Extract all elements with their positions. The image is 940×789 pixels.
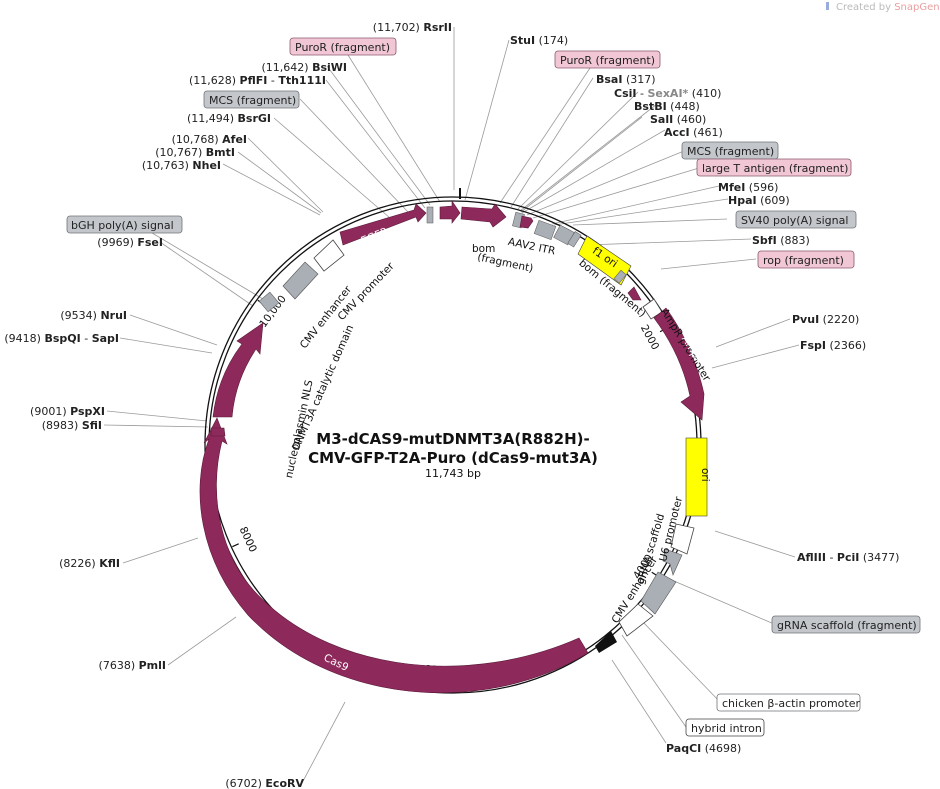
- box-mcs-fragment-left[interactable]: MCS (fragment): [203, 90, 300, 109]
- site-sali[interactable]: SalI (460): [650, 113, 706, 126]
- site-sbfi[interactable]: SbfI (883): [752, 234, 810, 247]
- site-pflfi-tth111i[interactable]: (11,628) PflFI - Tth111I: [189, 74, 326, 87]
- site-csii-sexai[interactable]: CsiI - SexAI* (410): [614, 87, 721, 100]
- svg-text:PuroR (fragment): PuroR (fragment): [560, 54, 655, 67]
- restriction-sites: (11,702) RsrII StuI (174) (11,642) BsiWI…: [4, 21, 899, 789]
- box-hybrid-intron[interactable]: hybrid intron: [685, 718, 765, 737]
- site-nhei[interactable]: (10,763) NheI: [142, 159, 221, 172]
- box-sv40-polya[interactable]: SV40 poly(A) signal: [735, 210, 857, 229]
- site-hpai[interactable]: HpaI (609): [728, 194, 790, 207]
- title-line-1: M3-dCAS9-mutDNMT3A(R882H)-: [316, 430, 589, 448]
- site-fsei[interactable]: (9969) FseI: [97, 236, 163, 249]
- misc-fragment-1: [426, 206, 434, 224]
- bgh-polya-feature[interactable]: [258, 291, 280, 313]
- f1-ori-feature[interactable]: [577, 235, 632, 286]
- sv40-polya-feature[interactable]: [533, 220, 557, 240]
- svg-text:MCS (fragment): MCS (fragment): [687, 145, 774, 158]
- box-mcs-fragment-right[interactable]: MCS (fragment): [681, 141, 779, 160]
- dnmt3a-feature[interactable]: [212, 322, 264, 418]
- ori-label: ori: [699, 468, 711, 482]
- aav2-itr-feature[interactable]: [519, 215, 534, 229]
- site-afei[interactable]: (10,768) AfeI: [172, 133, 247, 146]
- svg-text:chicken β-actin promoter: chicken β-actin promoter: [722, 697, 860, 710]
- snapgene-logo-icon: [826, 2, 829, 10]
- svg-text:large T antigen (fragment): large T antigen (fragment): [702, 162, 848, 175]
- box-large-t-antigen[interactable]: large T antigen (fragment): [696, 158, 852, 177]
- box-grna-scaffold-fragment[interactable]: gRNA scaffold (fragment): [771, 615, 921, 634]
- box-chicken-beta-actin[interactable]: chicken β-actin promoter: [716, 693, 860, 712]
- site-bsrgi[interactable]: (11,494) BsrGI: [187, 112, 271, 125]
- box-rop-fragment[interactable]: rop (fragment): [757, 250, 855, 269]
- title-line-2: CMV-GFP-T2A-Puro (dCas9-mut3A): [308, 449, 598, 467]
- site-bmti[interactable]: (10,767) BmtI: [155, 146, 235, 159]
- cmv-enhancer-left-feature[interactable]: [282, 261, 319, 300]
- cas9-feature[interactable]: [199, 417, 589, 694]
- puror-fragment-feature[interactable]: [439, 200, 461, 224]
- site-ecorv[interactable]: (6702) EcoRV: [225, 777, 304, 789]
- site-stui[interactable]: StuI (174): [510, 34, 568, 47]
- site-bstbi[interactable]: BstBI (448): [634, 100, 700, 113]
- box-puror-fragment-left[interactable]: PuroR (fragment): [289, 37, 397, 56]
- site-afliii-pcii[interactable]: AflIII - PciI (3477): [797, 551, 899, 564]
- cmv-promoter-feature[interactable]: [313, 239, 345, 272]
- svg-text:PuroR (fragment): PuroR (fragment): [295, 41, 390, 54]
- misc-fragment-2: [567, 231, 582, 248]
- site-bsai[interactable]: BsaI (317): [596, 73, 656, 86]
- svg-text:gRNA scaffold (fragment): gRNA scaffold (fragment): [777, 619, 917, 632]
- site-kfli[interactable]: (8226) KflI: [59, 557, 120, 570]
- plasmid-title: M3-dCAS9-mutDNMT3A(R882H)- CMV-GFP-T2A-P…: [308, 430, 598, 480]
- site-mfei[interactable]: MfeI (596): [718, 181, 778, 194]
- svg-text:MCS (fragment): MCS (fragment): [209, 94, 296, 107]
- site-pspxi[interactable]: (9001) PspXI: [30, 405, 105, 418]
- box-puror-fragment-right[interactable]: PuroR (fragment): [554, 50, 661, 69]
- site-bspqi-sapi[interactable]: (9418) BspQI - SapI: [4, 332, 119, 345]
- site-fspi[interactable]: FspI (2366): [800, 339, 866, 352]
- bom-fragment-feature[interactable]: [613, 269, 627, 284]
- site-bsiwi[interactable]: (11,642) BsiWI: [261, 61, 347, 74]
- leader-lines: [103, 27, 800, 784]
- chicken-beta-actin-promoter-feature[interactable]: [618, 603, 654, 637]
- svg-text:hybrid intron: hybrid intron: [691, 722, 762, 735]
- site-pmli[interactable]: (7638) PmlI: [99, 659, 166, 672]
- site-pvui[interactable]: PvuI (2220): [792, 313, 859, 326]
- cmv-enhancer-right-feature[interactable]: [640, 571, 677, 615]
- large-t-arrow[interactable]: [460, 203, 507, 228]
- ori-feature[interactable]: [685, 437, 708, 517]
- scale-tick-8000: [232, 543, 239, 548]
- snapgene-watermark: Created by SnapGene: [826, 2, 940, 13]
- grna-scaffold-feature[interactable]: [662, 548, 683, 576]
- svg-text:rop (fragment): rop (fragment): [763, 254, 844, 267]
- scale-label-8000: 8000: [237, 525, 259, 554]
- site-sfii[interactable]: (8983) SfiI: [42, 419, 102, 432]
- bom1-label-a: bom: [472, 243, 495, 255]
- svg-text:SV40 poly(A) signal: SV40 poly(A) signal: [741, 214, 848, 227]
- feature-layer: [199, 200, 708, 694]
- u6-promoter-feature[interactable]: [670, 523, 695, 555]
- nucleoplasmin-nls-feature[interactable]: [210, 427, 226, 437]
- bom1-label-b: (fragment): [476, 251, 534, 275]
- scale-label-2000: 2000: [638, 323, 661, 352]
- egfp-feature[interactable]: [339, 203, 427, 246]
- site-acci[interactable]: AccI (461): [664, 126, 723, 139]
- hybrid-intron-feature[interactable]: [595, 631, 617, 653]
- plasmid-size: 11,743 bp: [425, 467, 481, 480]
- svg-text:Created by SnapGene: Created by SnapGene: [836, 2, 940, 13]
- site-rsrii[interactable]: (11,702) RsrII: [373, 21, 452, 34]
- rop-fragment-feature[interactable]: [627, 286, 642, 301]
- box-bgh-polya[interactable]: bGH poly(A) signal: [66, 215, 183, 234]
- site-nrui[interactable]: (9534) NruI: [60, 309, 127, 322]
- annotation-boxes: PuroR (fragment) PuroR (fragment) MCS (f…: [66, 37, 921, 737]
- ampr-feature[interactable]: [653, 307, 705, 421]
- svg-text:bGH poly(A) signal: bGH poly(A) signal: [71, 219, 174, 232]
- site-paqci[interactable]: PaqCI (4698): [666, 742, 741, 755]
